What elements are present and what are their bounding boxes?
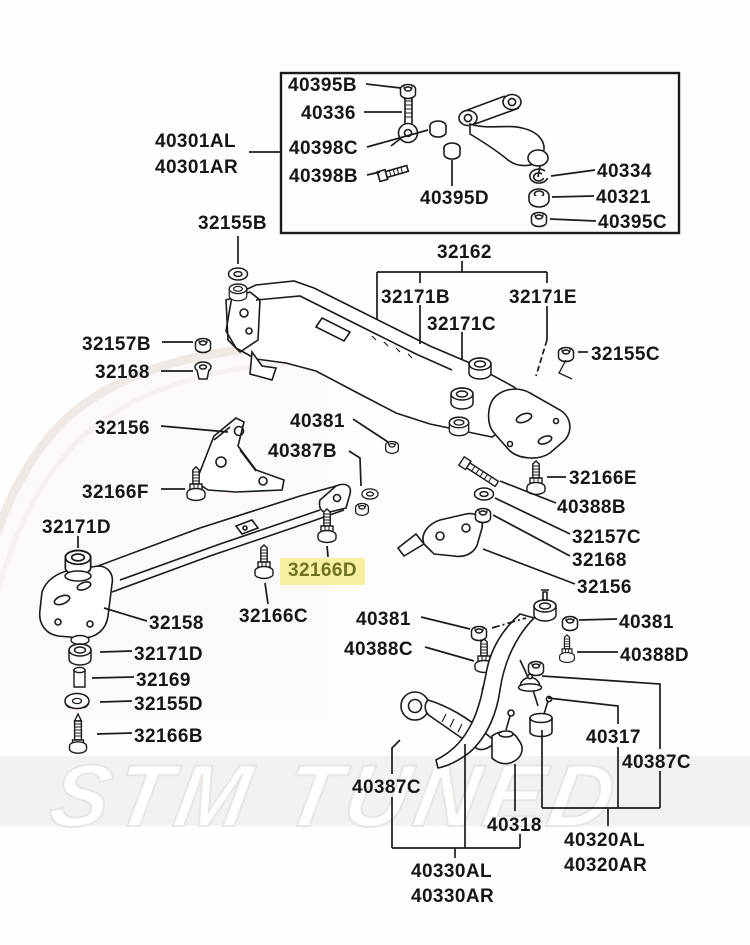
part-label-40395B: 40395B — [288, 75, 357, 96]
part-label-32158: 32158 — [149, 613, 204, 634]
part-label-32166B: 32166B — [134, 726, 203, 747]
part-label-40381-bottom-mid: 40381 — [356, 609, 411, 630]
part-label-32155D: 32155D — [134, 694, 203, 715]
part-label-32157B: 32157B — [82, 334, 151, 355]
part-label-40330AL: 40330AL — [411, 861, 492, 882]
part-label-32171B: 32171B — [381, 287, 450, 308]
part-label-40318: 40318 — [487, 815, 542, 836]
part-label-32171E: 32171E — [509, 287, 577, 308]
lower-arm-rod-drawing — [400, 691, 523, 765]
part-label-32155B: 32155B — [198, 213, 267, 234]
part-label-32168-left: 32168 — [95, 362, 150, 383]
part-label-40321: 40321 — [596, 187, 651, 208]
part-label-40395C: 40395C — [598, 212, 667, 233]
part-label-32168-right: 32168 — [572, 550, 627, 571]
part-label-32162: 32162 — [437, 242, 492, 263]
part-label-40320AL: 40320AL — [564, 830, 645, 851]
part-label-40398C: 40398C — [289, 138, 358, 159]
part-label-40334: 40334 — [597, 161, 652, 182]
stay-bracket-left-drawing — [195, 417, 285, 493]
part-label-40381-mid: 40381 — [290, 411, 345, 432]
fasteners-drawing — [64, 337, 579, 754]
part-label-40301AR: 40301AR — [155, 157, 239, 178]
upper-control-arm-drawing — [376, 83, 550, 228]
part-label-40387C-left: 40387C — [352, 777, 421, 798]
part-label-40330AR: 40330AR — [411, 886, 495, 907]
part-label-32166E: 32166E — [569, 468, 637, 489]
part-label-32171D-upper: 32171D — [42, 517, 111, 538]
part-label-32166C: 32166C — [239, 606, 308, 627]
part-label-40387C-right: 40387C — [622, 752, 691, 773]
part-label-40388D: 40388D — [620, 645, 689, 666]
part-label-40320AR: 40320AR — [564, 855, 648, 876]
part-label-40388C: 40388C — [344, 639, 413, 660]
part-label-32156-right: 32156 — [577, 577, 632, 598]
part-label-32166D-highlighted[interactable]: 32166D — [280, 558, 365, 585]
part-label-40336: 40336 — [301, 103, 356, 124]
watermark-band — [0, 756, 750, 826]
part-label-40395D: 40395D — [420, 188, 489, 209]
part-label-32171C: 32171C — [427, 314, 496, 335]
part-label-40387B: 40387B — [268, 441, 337, 462]
part-label-32155C: 32155C — [591, 344, 660, 365]
part-label-40317: 40317 — [586, 727, 641, 748]
stay-bracket-right-drawing — [396, 512, 484, 558]
part-label-40388B: 40388B — [557, 497, 626, 518]
part-label-32171D-lower: 32171D — [134, 644, 203, 665]
part-label-40381-bottom-right: 40381 — [619, 612, 674, 633]
lower-arm-gullwing-drawing — [435, 589, 557, 769]
front-crossmember-drawing — [225, 267, 571, 459]
top-detail-box — [279, 71, 681, 235]
leader-lines — [77, 83, 661, 858]
part-label-40398B: 40398B — [289, 166, 358, 187]
part-label-32169: 32169 — [136, 670, 191, 691]
part-label-32166F: 32166F — [82, 482, 149, 503]
part-label-32156-left: 32156 — [95, 418, 150, 439]
part-label-32157C: 32157C — [572, 527, 641, 548]
part-label-40301AL: 40301AL — [155, 131, 236, 152]
